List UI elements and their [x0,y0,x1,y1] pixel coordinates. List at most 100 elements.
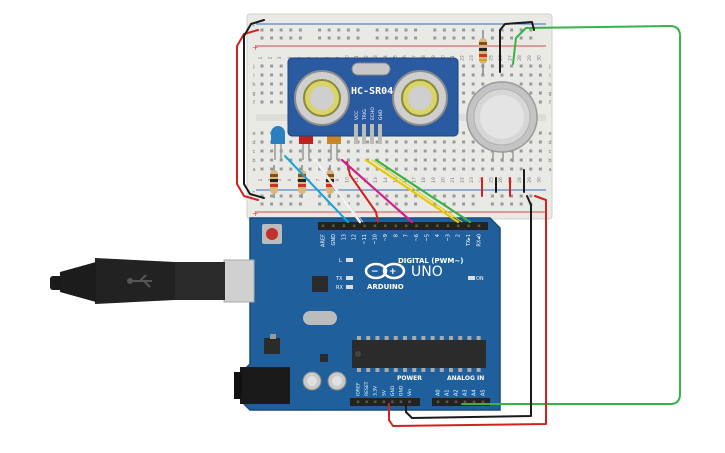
row-letter: i [253,73,254,79]
analog-pin-label: A1 [445,389,451,396]
resistor-1[interactable] [270,165,278,198]
digital-pin-label: ~9 [383,234,389,241]
row-letter: e [548,131,551,137]
power-label: POWER [397,375,422,382]
dc-power-jack[interactable] [234,367,290,404]
row-letter: c [253,149,256,155]
row-letter: g [548,91,551,97]
column-number-bottom: 25 [488,177,494,183]
led-blue[interactable] [271,126,285,160]
row-letter: a [548,167,551,173]
analog-pin-label: A2 [454,389,460,396]
power-pin-label: GND [399,385,405,396]
row-letter: b [252,158,255,164]
led-label-tx: TX [335,276,343,282]
column-number-top: 22 [460,55,466,61]
wire-black-left [243,19,265,199]
column-number-bottom: 1 [258,178,264,181]
column-number-bottom: 30 [536,177,542,183]
sensor-label: HC-SR04 [351,86,393,97]
column-number-bottom: 3 [277,178,283,181]
column-number-top: 28 [517,55,523,61]
digital-pin-label: ~5 [425,234,431,241]
analog-pin-label: A5 [481,389,487,396]
column-number-bottom: 18 [421,177,427,183]
transducer-left [294,70,350,126]
wire-cyan [284,155,349,223]
column-number-top: 1 [258,56,264,59]
row-letter: c [549,149,552,155]
column-number-bottom: 28 [517,177,523,183]
row-letter: e [252,131,255,137]
digital-pin-label: 2 [456,234,462,237]
digital-pin-label: ~6 [414,234,420,241]
digital-pin-label: 12 [352,234,358,240]
column-number-bottom: 13 [373,177,379,183]
transducer-right [392,70,448,126]
wires [236,19,681,427]
digital-pin-label: ~10 [373,234,379,245]
pin-label-trig: TRIG [362,109,368,121]
rail-minus-top: - [252,21,255,30]
row-letter: h [252,82,255,88]
svg-text:+: + [389,267,397,277]
column-number-top: 30 [536,55,542,61]
column-number-bottom: 22 [460,177,466,183]
rail-plus-top: + [252,43,259,52]
row-letter: d [548,140,551,146]
analog-pin-label: A3 [463,389,469,396]
digital-pin-label: 13 [341,234,347,240]
column-number-bottom: 26 [498,177,504,183]
row-letter: f [253,100,255,106]
row-letter: b [548,158,551,164]
column-number-bottom: 9 [335,178,341,181]
on-label: ON [476,276,484,282]
analog-label: ANALOG IN [447,375,484,382]
column-number-bottom: 17 [412,177,418,183]
column-number-top: 29 [527,55,533,61]
usb-chip [312,276,328,292]
power-pin-label: RESET [364,381,370,396]
row-letter: j [548,64,550,70]
ultrasonic-sensor[interactable]: HC-SR04 VCC TRIG ECHO GND [287,57,459,144]
wire-magenta [340,158,414,224]
digital-pin-label: 4 [435,234,441,237]
usb-cable[interactable] [50,258,255,304]
column-number-top: 27 [508,55,514,61]
digital-pin-label: GND [331,234,337,246]
resistor-top[interactable] [479,30,487,74]
power-pin-label: 5V [381,389,387,396]
rail-minus-bottom: - [252,187,255,196]
digital-pin-label: 8 [393,234,399,237]
row-letter: j [252,64,254,70]
brand-label: ARDUINO [367,283,404,291]
wire-green [461,25,681,405]
column-number-top: 3 [277,56,283,59]
analog-header[interactable] [432,398,490,406]
row-letter: a [252,167,255,173]
column-number-bottom: 20 [440,177,446,183]
digital-pin-label: ~3 [445,234,451,241]
sensor-pins [354,124,382,144]
pin-label-vcc: VCC [354,111,360,120]
column-number-bottom: 23 [469,177,475,183]
model-label: UNO [411,264,443,280]
pin-label-gnd: GND [378,109,384,120]
microcontroller-chip [352,336,486,372]
svg-text:−: − [371,267,379,277]
pin-label-echo: ECHO [370,107,376,120]
digital-pin-label: ~11 [362,234,368,245]
reset-button[interactable] [262,224,282,244]
digital-header[interactable] [318,222,488,230]
column-number-top: 23 [469,55,475,61]
digital-pin-label: TX▸1 [466,234,472,247]
row-letter: d [252,140,255,146]
row-letter: f [549,100,551,106]
digital-label: DIGITAL (PWM~) [398,257,463,265]
gas-sensor[interactable] [466,81,538,162]
digital-pin-label: AREF [321,234,327,247]
